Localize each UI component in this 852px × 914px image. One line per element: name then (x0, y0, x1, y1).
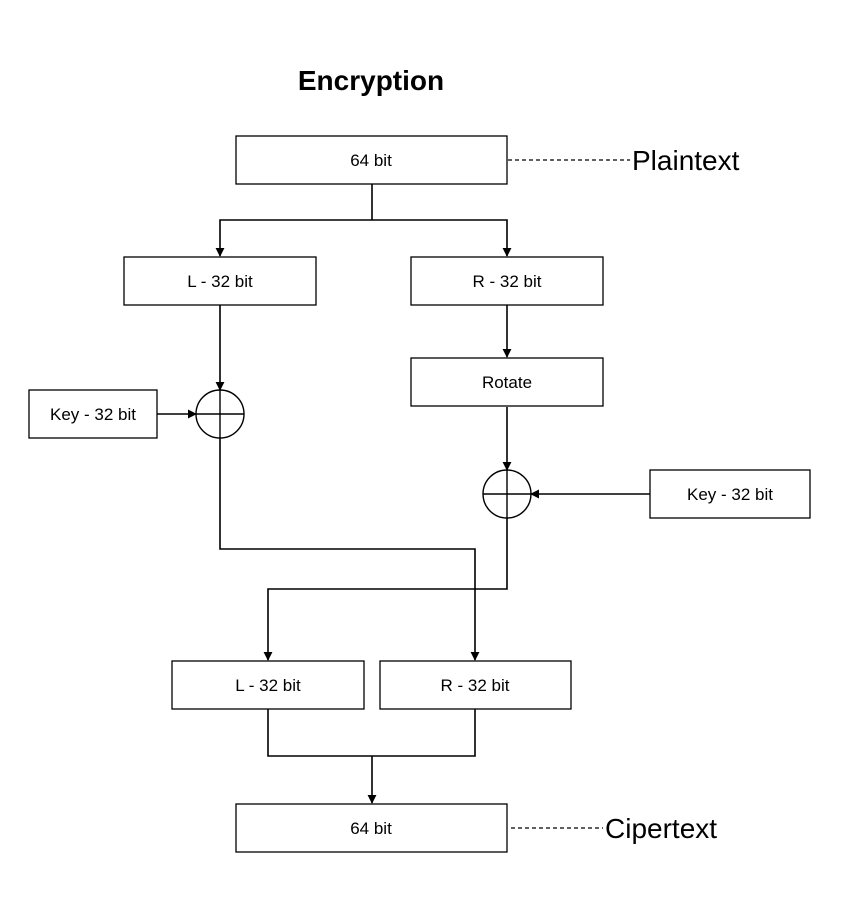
xor-right-icon (482, 469, 532, 519)
node-swapped-right: R - 32 bit (379, 660, 572, 710)
plaintext-label: Plaintext (632, 145, 740, 176)
node-key-right-label: Key - 32 bit (687, 485, 773, 504)
node-right-half-label: R - 32 bit (473, 272, 542, 291)
node-input-block-label: 64 bit (350, 151, 392, 170)
xor-left-icon (195, 389, 245, 439)
edges (157, 159, 650, 829)
edge-input-to-right (372, 219, 512, 257)
node-swapped-left: L - 32 bit (171, 660, 365, 710)
node-output-block: 64 bit (235, 803, 508, 853)
node-key-left-label: Key - 32 bit (50, 405, 136, 424)
node-key-right: Key - 32 bit (649, 469, 811, 519)
node-output-block-label: 64 bit (350, 819, 392, 838)
node-swapped-right-label: R - 32 bit (441, 676, 510, 695)
ciphertext-label: Cipertext (605, 813, 717, 844)
node-left-half-label: L - 32 bit (187, 272, 253, 291)
node-rotate: Rotate (410, 357, 604, 407)
edge-xor-right-to-swapped-left (263, 518, 508, 661)
node-left-half: L - 32 bit (123, 256, 317, 306)
edge-input-to-left (215, 219, 372, 257)
diagram-title: Encryption (298, 65, 444, 96)
node-swapped-left-label: L - 32 bit (235, 676, 301, 695)
edge-merge-left (267, 709, 476, 757)
node-input-block: 64 bit (235, 135, 508, 185)
node-key-left: Key - 32 bit (28, 389, 158, 439)
edge-xor-left-to-swapped-right (219, 438, 480, 661)
node-right-half: R - 32 bit (410, 256, 604, 306)
node-rotate-label: Rotate (482, 373, 532, 392)
